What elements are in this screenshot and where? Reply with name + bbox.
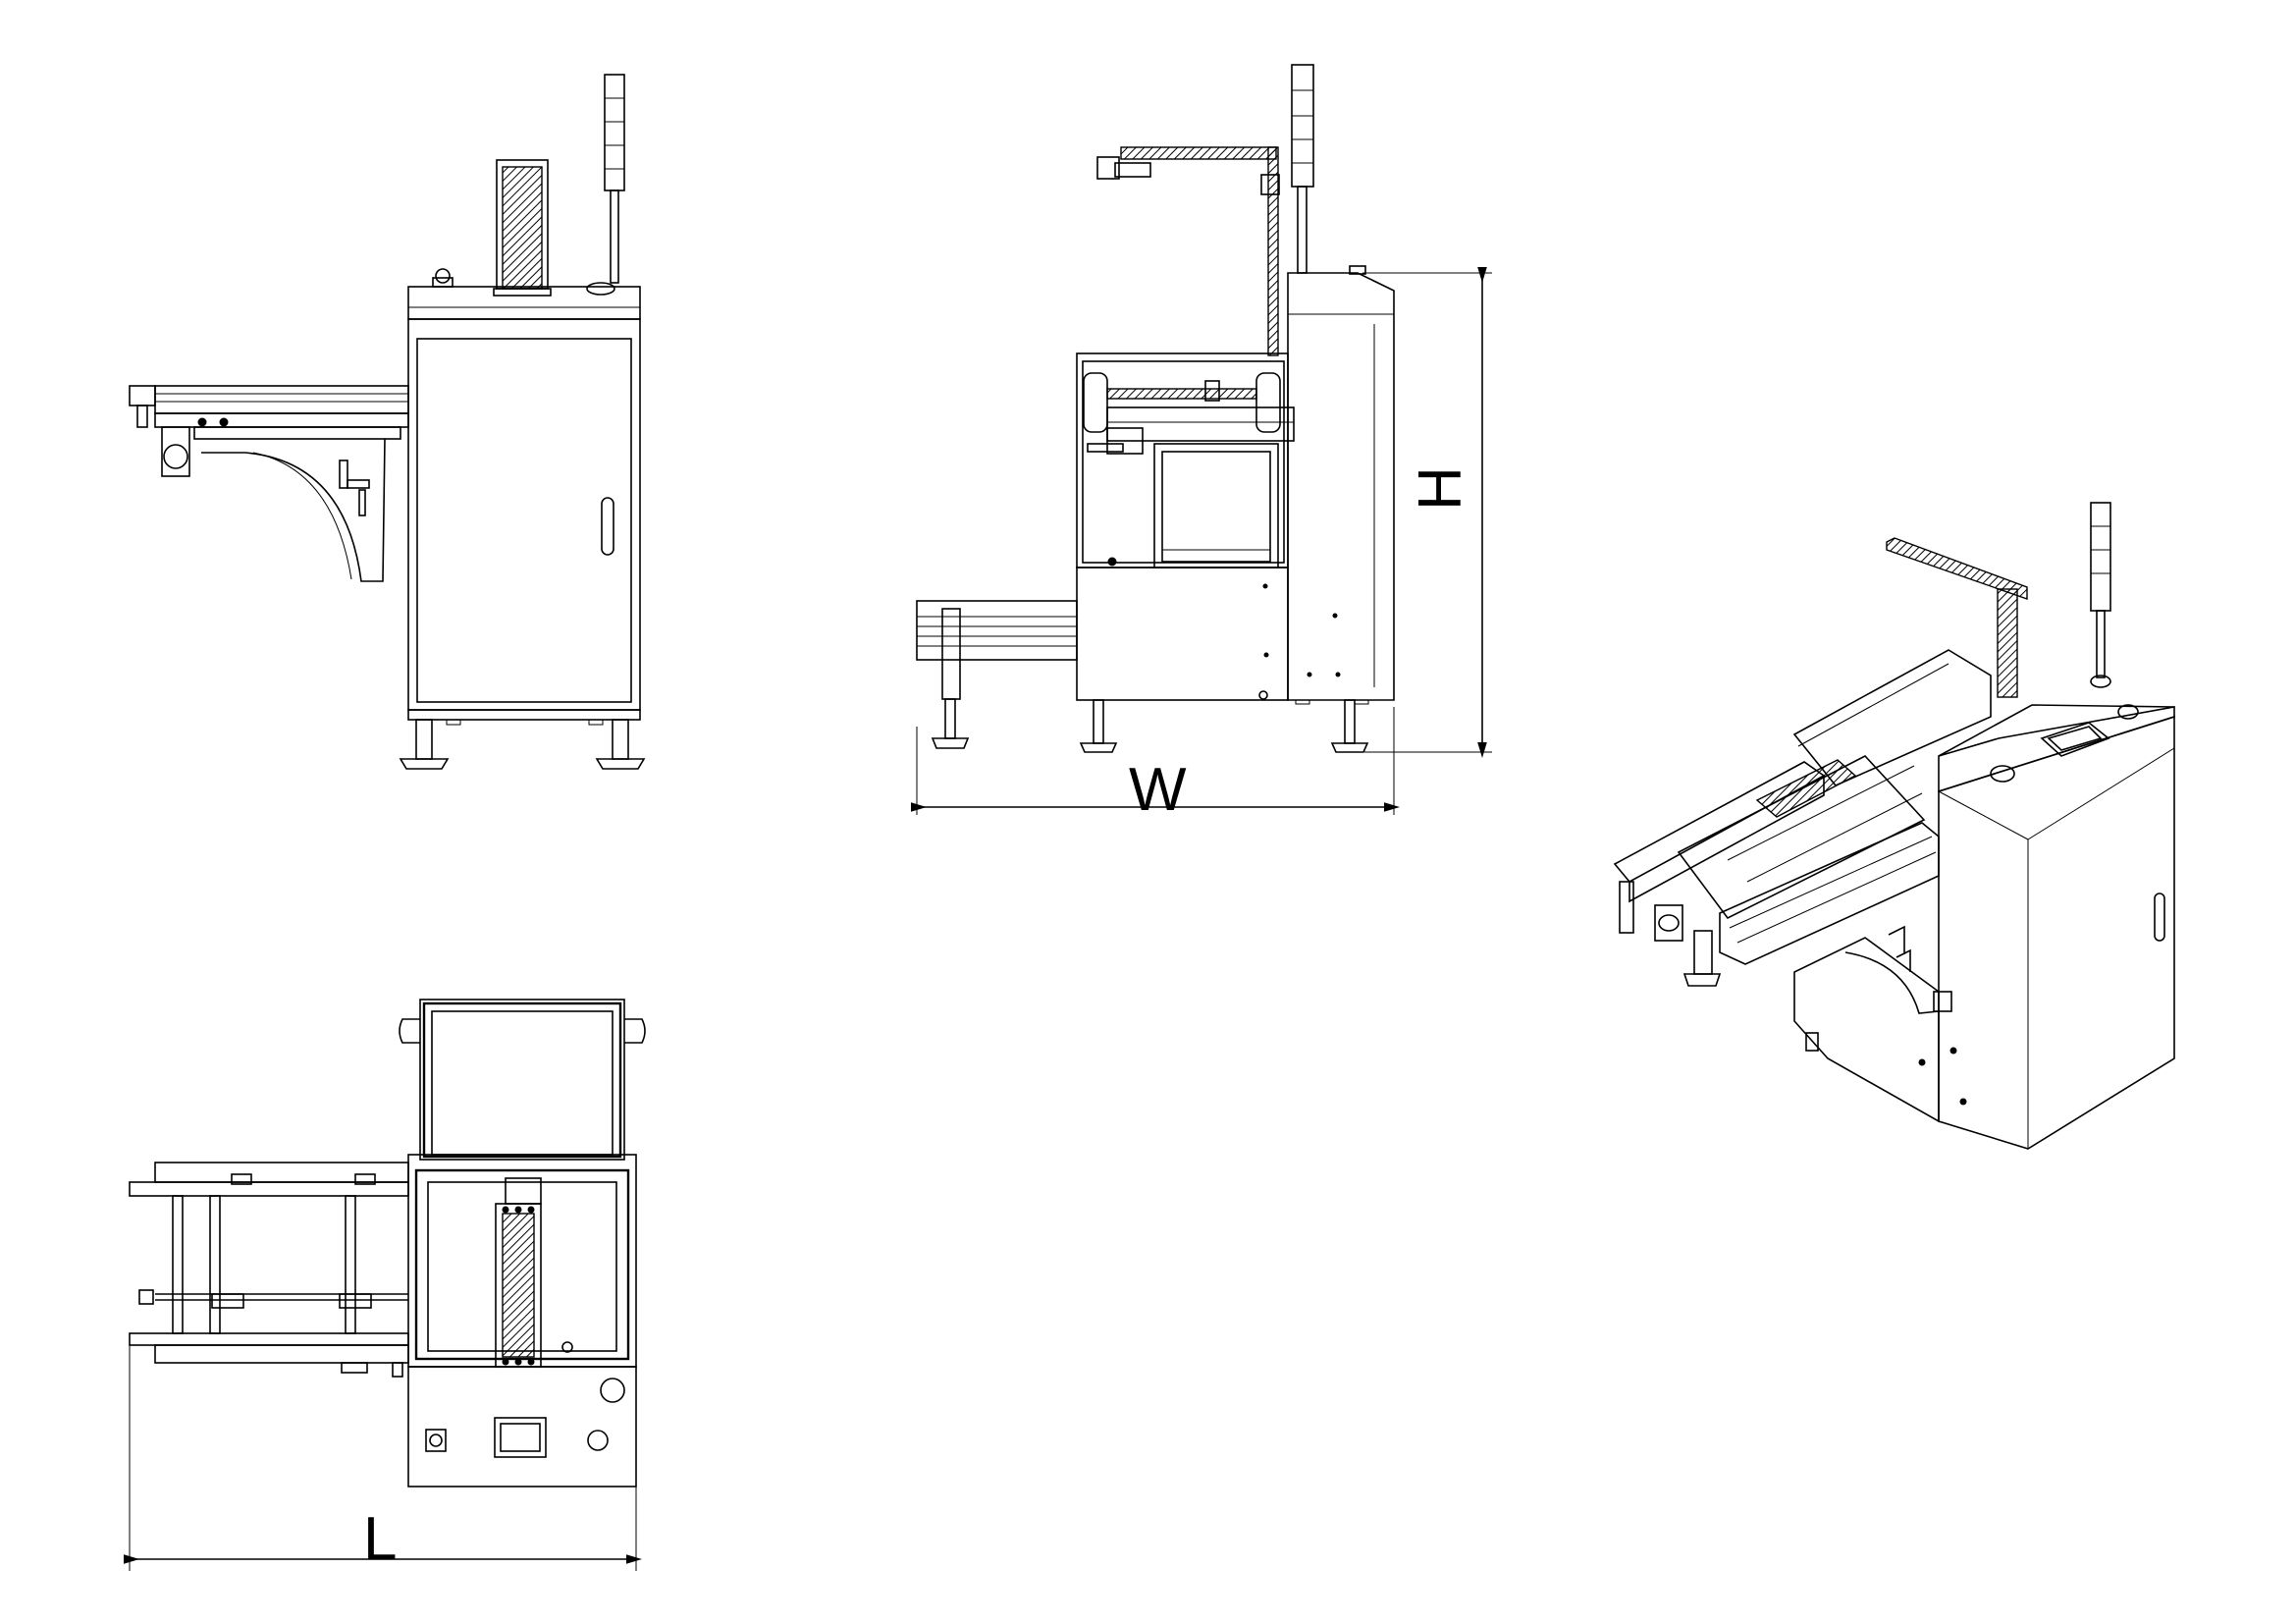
side-view: W H: [911, 64, 1492, 824]
width-label: W: [1129, 756, 1187, 824]
signal-tower: [586, 74, 625, 296]
side-signal-tower: [1291, 64, 1314, 274]
height-label: H: [1407, 466, 1474, 511]
top-view: L: [124, 999, 646, 1573]
feet: [399, 719, 646, 770]
front-view: [129, 74, 646, 770]
length-label: L: [363, 1505, 397, 1573]
isometric-view: [1613, 502, 2175, 1150]
